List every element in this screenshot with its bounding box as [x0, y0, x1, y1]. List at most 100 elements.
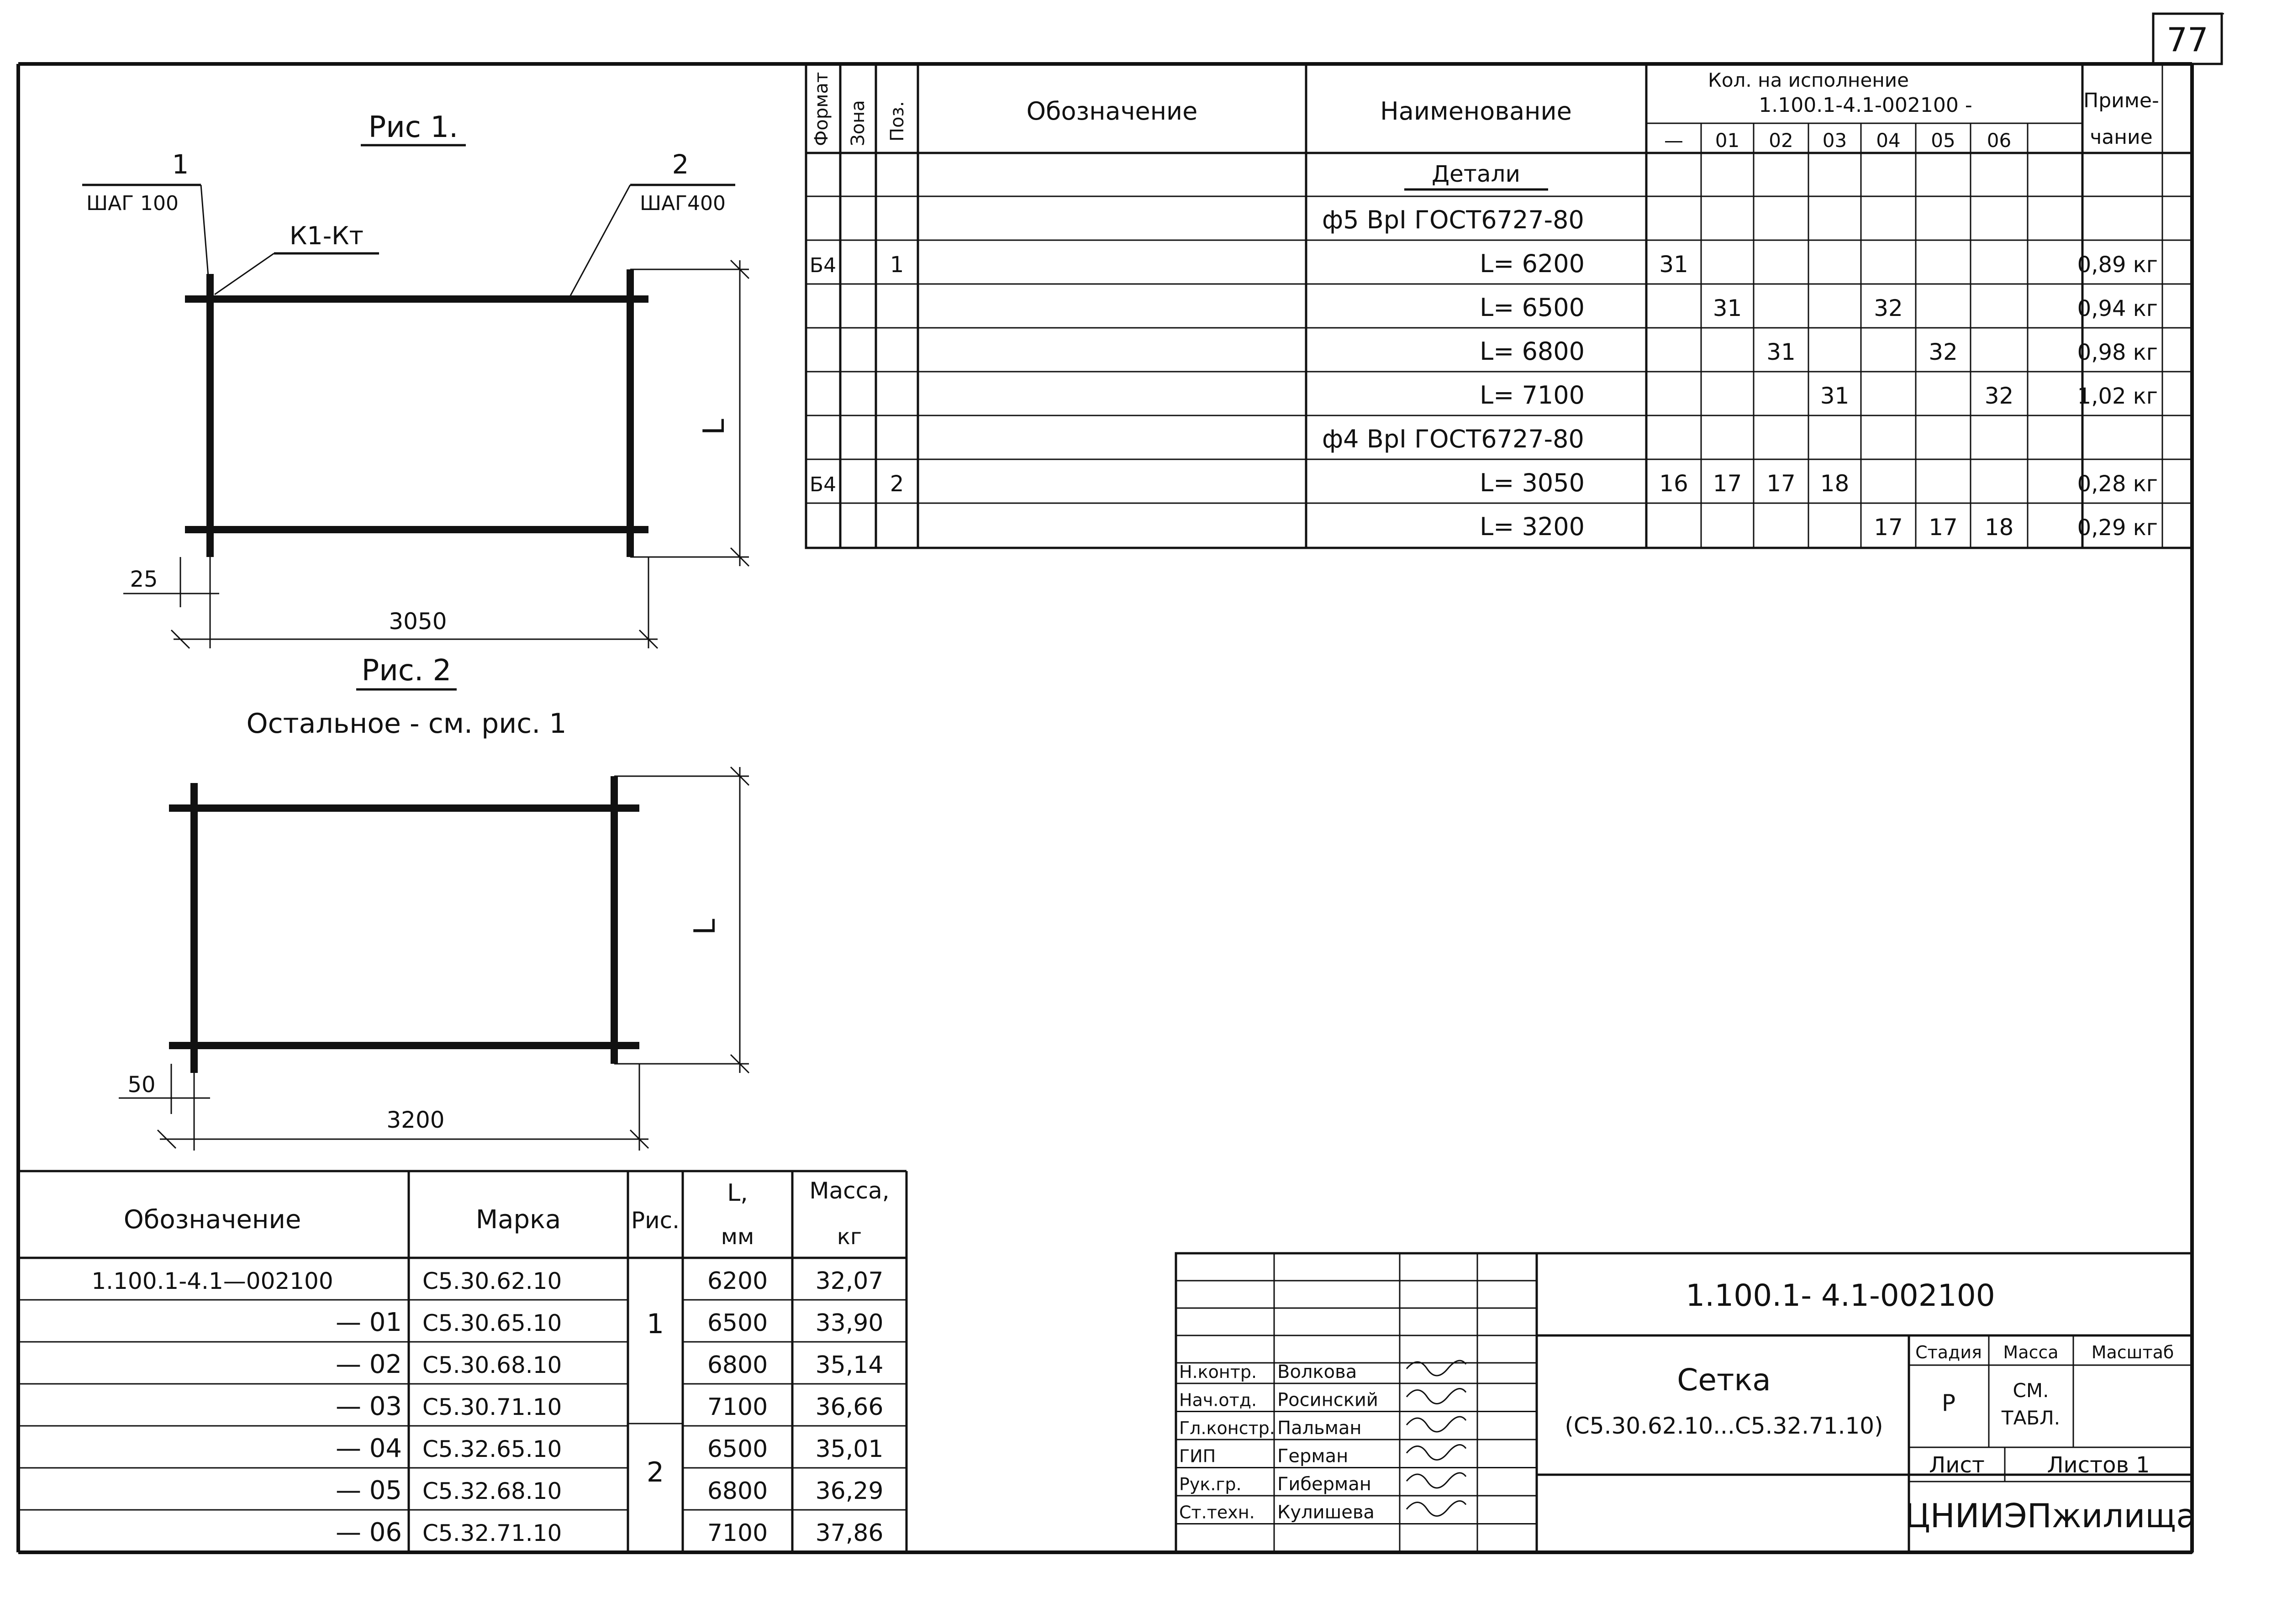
fig1-callout-1-number: 1	[172, 149, 189, 180]
figure-1: Рис 1. 1 ШАГ 100 2 ШАГ400 К1-Кт L 25	[82, 110, 750, 649]
marks-cell-mass: 32,07	[816, 1267, 884, 1295]
spec-header-format: Формат	[811, 72, 832, 146]
signer-role: ГИП	[1179, 1446, 1216, 1466]
marks-cell-mark: С5.32.65.10	[422, 1436, 562, 1462]
spec-variant-header: —	[1664, 129, 1683, 152]
marks-header-designation: Обозначение	[124, 1205, 301, 1235]
spec-cell-name: ф4 ВрI ГОСТ6727-80	[1322, 425, 1584, 453]
title-block-sheets-label: Листов 1	[2047, 1452, 2150, 1478]
spec-cell-name: L= 6800	[1480, 337, 1585, 366]
marks-cell-designation: 1.100.1-4.1—002100	[91, 1268, 333, 1294]
marks-cell-designation: — 02	[336, 1350, 402, 1379]
marks-header-len-bottom: мм	[721, 1224, 754, 1250]
fig1-dim-width: 3050	[389, 608, 447, 635]
marks-table: Обозначение Марка Рис. L, мм Масса, кг 1…	[18, 1170, 908, 1553]
spec-cell-name: ф5 ВрI ГОСТ6727-80	[1322, 205, 1584, 234]
signer-row: ГИП Герман	[1179, 1444, 1467, 1467]
marks-cell-mass: 36,29	[816, 1477, 884, 1505]
spec-cell-qty: 32	[1985, 383, 2014, 409]
fig2-dim-l: L	[688, 919, 722, 935]
spec-header-designation: Обозначение	[1027, 97, 1198, 126]
signer-row: Гл.констр.Пальман	[1179, 1416, 1467, 1439]
fig1-weld-label: К1-Кт	[290, 221, 364, 250]
marks-cell-mark: С5.30.68.10	[422, 1352, 562, 1378]
spec-variant-header: 01	[1715, 129, 1739, 152]
marks-cell-length: 6800	[707, 1351, 768, 1379]
signature	[1406, 1416, 1467, 1433]
spec-cell-name: L= 6500	[1480, 293, 1585, 322]
spec-cell-qty: 17	[1929, 514, 1958, 541]
title-block-stage-label: Стадия	[1915, 1342, 1982, 1362]
marks-row: — 05 С5.32.68.10 6800 36,29	[336, 1476, 884, 1505]
marks-cell-length: 7100	[707, 1519, 768, 1547]
fig1-callout-1-step: ШАГ 100	[86, 192, 179, 215]
signer-row: Нач.отд.Росинский	[1179, 1388, 1467, 1411]
marks-header-mass-top: Масса,	[809, 1177, 889, 1204]
spec-cell-note: 0,94 кг	[2077, 296, 2158, 321]
fig1-callout-2-step: ШАГ400	[640, 192, 726, 215]
title-block-stage-value: Р	[1942, 1390, 1955, 1416]
spec-variant-header: 05	[1931, 129, 1955, 152]
marks-cell-mark: С5.30.71.10	[422, 1394, 562, 1420]
spec-cell-name: L= 3200	[1480, 512, 1585, 541]
spec-header-qty-title: Кол. на исполнение	[1708, 69, 1909, 91]
title-block: 1.100.1- 4.1-002100 Сетка (С5.30.62.10..…	[1175, 1252, 2197, 1554]
marks-cell-mass: 33,90	[816, 1309, 884, 1337]
spec-cell-qty: 31	[1820, 383, 1850, 409]
signature	[1406, 1472, 1467, 1489]
marks-cell-designation: — 05	[336, 1476, 402, 1505]
signer-name: Гиберман	[1277, 1474, 1371, 1495]
signer-name: Пальман	[1277, 1418, 1362, 1439]
spec-cell-note: 0,28 кг	[2077, 471, 2158, 497]
marks-header-fig: Рис.	[631, 1207, 680, 1234]
page-number: 77	[2166, 21, 2208, 59]
spec-cell-qty: 31	[1713, 295, 1742, 321]
title-block-mass-label: Масса	[2003, 1342, 2058, 1362]
marks-cell-designation: — 04	[336, 1434, 402, 1463]
title-block-sheet-label: Лист	[1929, 1452, 1985, 1478]
signer-role: Н.контр.	[1179, 1362, 1257, 1382]
fig2-title: Рис. 2	[362, 654, 452, 688]
signer-role: Ст.техн.	[1179, 1503, 1255, 1523]
marks-cell-mark: С5.30.65.10	[422, 1310, 562, 1336]
spec-variant-header: 04	[1876, 129, 1900, 152]
marks-cell-length: 6800	[707, 1477, 768, 1505]
signer-name: Герман	[1277, 1446, 1348, 1467]
marks-cell-mass: 37,86	[816, 1519, 884, 1547]
spec-cell-note: 1,02 кг	[2077, 384, 2158, 409]
marks-cell-mass: 36,66	[816, 1393, 884, 1421]
marks-cell-length: 6500	[707, 1309, 768, 1337]
title-block-scale-label: Масштаб	[2092, 1342, 2174, 1362]
marks-cell-mass: 35,14	[816, 1351, 884, 1379]
spec-cell-qty: 17	[1766, 470, 1796, 497]
spec-cell-note: 0,89 кг	[2077, 252, 2158, 278]
spec-cell-format: Б4	[810, 473, 836, 496]
fig1-title: Рис 1.	[369, 110, 459, 144]
signer-name: Волкова	[1277, 1361, 1357, 1382]
marks-header-mass-bottom: кг	[837, 1224, 862, 1250]
fig2-dim-width: 3200	[386, 1107, 444, 1133]
spec-header-note-top: Приме-	[2083, 89, 2159, 112]
fig1-dim-l: L	[697, 419, 731, 435]
marks-cell-mark: С5.32.68.10	[422, 1478, 562, 1504]
marks-cell-mark: С5.32.71.10	[422, 1520, 562, 1546]
fig2-dim-offset: 50	[127, 1072, 155, 1098]
title-block-org: ЦНИИЭПжилища	[1905, 1497, 2197, 1535]
marks-cell-length: 6200	[707, 1267, 768, 1295]
marks-header-len-top: L,	[727, 1179, 748, 1207]
signer-row: Рук.гр. Гиберман	[1179, 1472, 1467, 1495]
spec-cell-format: Б4	[810, 254, 836, 277]
marks-cell-mass: 35,01	[816, 1435, 884, 1463]
signer-role: Рук.гр.	[1179, 1474, 1242, 1494]
marks-cell-length: 7100	[707, 1393, 768, 1421]
spec-cell-qty: 18	[1820, 470, 1850, 497]
spec-cell-pos: 2	[890, 471, 904, 497]
marks-cell-mark: С5.30.62.10	[422, 1268, 562, 1294]
spec-cell-qty: 18	[1985, 514, 2014, 541]
spec-row: ф4 ВрI ГОСТ6727-80	[1322, 425, 1584, 453]
